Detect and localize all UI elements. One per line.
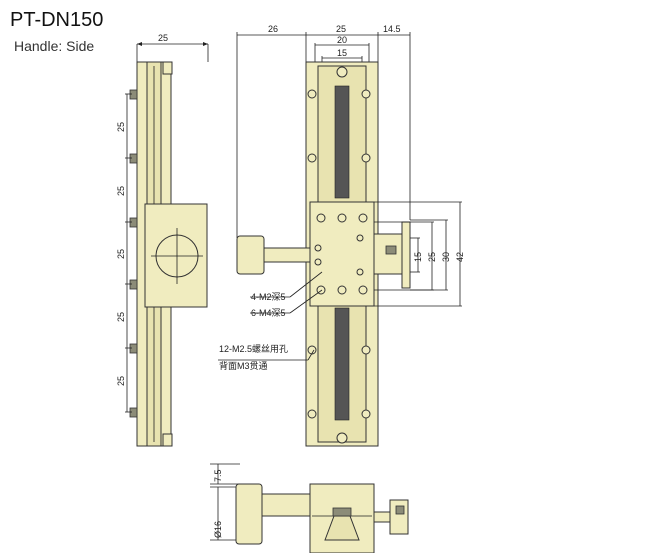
handle-subtitle: Handle: Side xyxy=(14,38,95,54)
dim-right-42: 42 xyxy=(455,252,465,262)
dim-side-pitch-3: 25 xyxy=(116,249,126,259)
note-m4: 6-M4深5 xyxy=(251,308,286,318)
rail-holes xyxy=(307,66,371,444)
note-m2: 4-M2深5 xyxy=(251,292,286,302)
dim-right-30: 30 xyxy=(441,252,451,262)
note-m25-line1: 12-M2.5螺丝用孔 xyxy=(219,343,288,354)
dim-knob-dia: Ø16 xyxy=(213,521,223,538)
dim-side-width: 25 xyxy=(158,33,168,43)
dim-top-right: 14.5 xyxy=(383,24,401,34)
front-clamp xyxy=(373,511,391,523)
front-view: 7.5 Ø16 xyxy=(210,463,409,553)
dim-side-pitch-1: 25 xyxy=(116,122,126,132)
dim-side-pitch-5: 25 xyxy=(116,376,126,386)
front-knob xyxy=(235,483,263,545)
front-shaft xyxy=(261,493,313,517)
dim-side-pitch-2: 25 xyxy=(116,186,126,196)
side-view: 25 25 25 25 25 25 xyxy=(116,33,209,447)
dim-right-15: 15 xyxy=(413,252,423,262)
side-cap-top xyxy=(162,61,173,75)
handle-shaft xyxy=(263,247,311,263)
lead-screw xyxy=(334,85,350,421)
page-title: PT-DN150 xyxy=(10,9,104,31)
side-cap-bottom xyxy=(162,433,173,447)
dim-side-pitch-4: 25 xyxy=(116,312,126,322)
side-clamp-plate xyxy=(401,221,411,289)
handle-knob xyxy=(236,235,265,275)
dim-handle-offset: 26 xyxy=(268,24,278,34)
side-screws xyxy=(129,89,138,418)
note-m25-line2: 背面M3贯通 xyxy=(219,360,268,371)
front-clamp-head xyxy=(389,499,409,535)
dim-right-25: 25 xyxy=(427,252,437,262)
dim-top-width: 25 xyxy=(336,24,346,34)
dim-top-inner-1: 20 xyxy=(337,35,347,45)
dim-bottom-height: 7.5 xyxy=(213,469,223,482)
dim-top-inner-2: 15 xyxy=(337,48,347,58)
carriage-holes xyxy=(314,213,368,295)
top-view: 26 25 14.5 20 15 xyxy=(218,24,465,447)
